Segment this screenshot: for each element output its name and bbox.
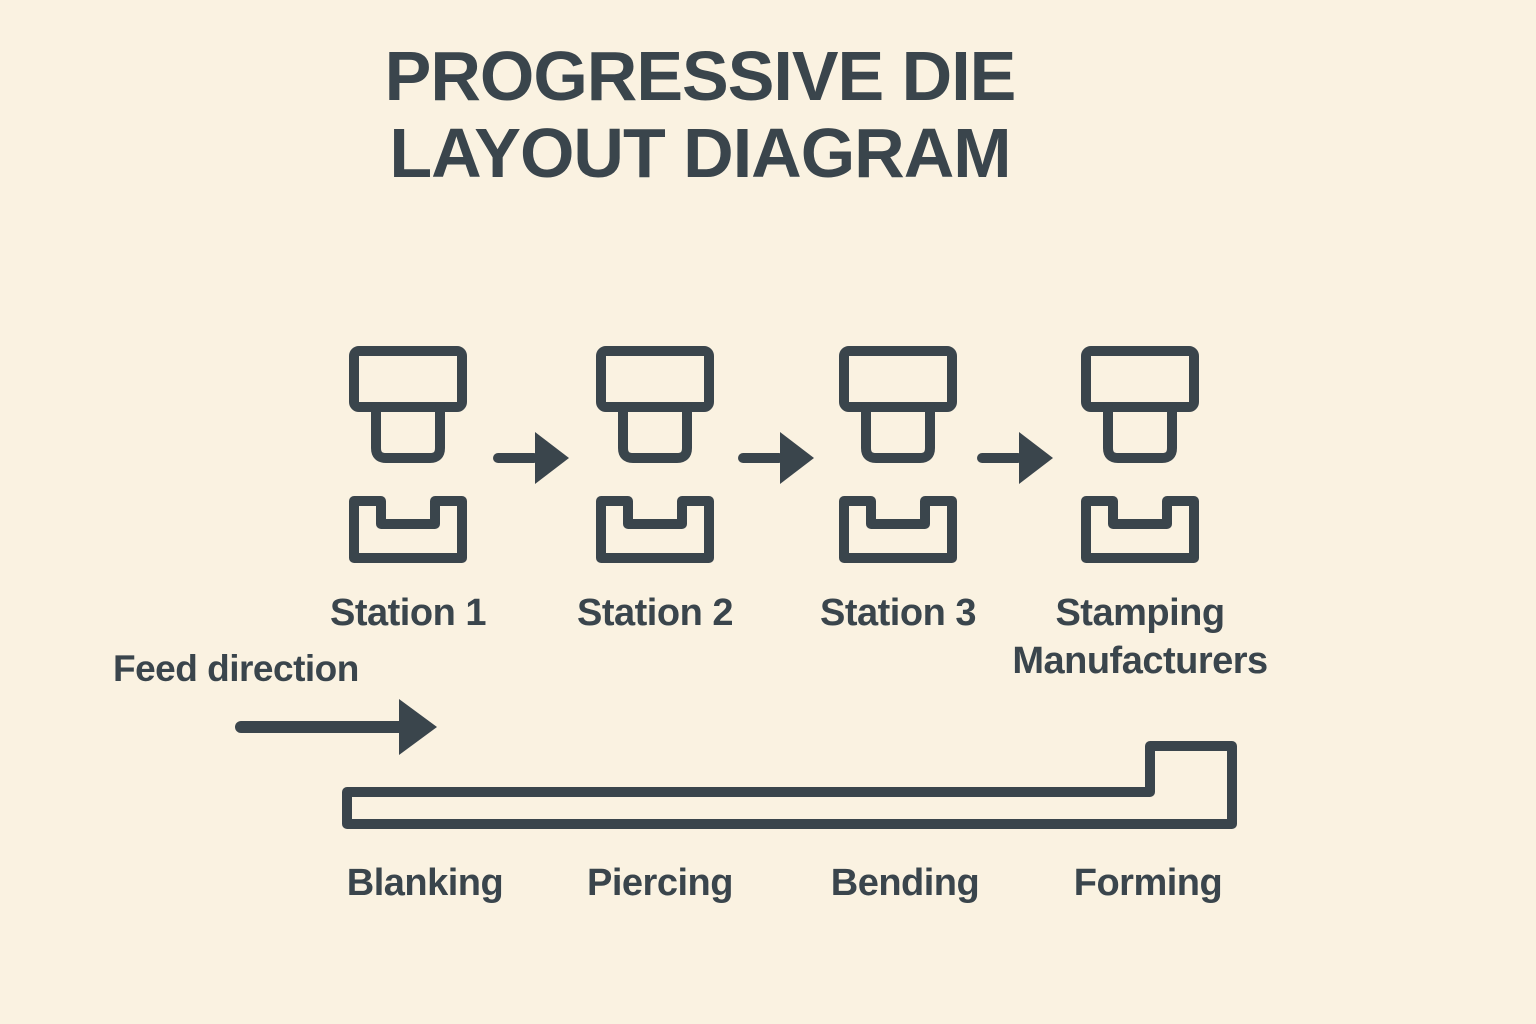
process-label-bending: Bending (830, 862, 980, 904)
arrow-right-icon (493, 432, 569, 484)
punch-icon (1081, 346, 1199, 463)
title-line-2: LAYOUT DIAGRAM (389, 114, 1011, 192)
station-2: Station 2 (515, 345, 795, 638)
punch-icon (596, 346, 714, 463)
station-label: Station 1 (330, 592, 486, 634)
process-label-blanking: Blanking (346, 862, 504, 904)
arrow-right-icon (977, 432, 1053, 484)
punch-icon (839, 346, 957, 463)
die-icon (839, 496, 957, 563)
station-label: Stamping Manufacturers (1012, 592, 1268, 682)
die-icon (1081, 496, 1199, 563)
process-label-forming: Forming (1073, 862, 1223, 904)
station-1: Station 1 (268, 345, 548, 638)
die-icon (349, 496, 467, 563)
die-icon (596, 496, 714, 563)
station-4: Stamping Manufacturers (1000, 345, 1280, 685)
strip-shape (342, 741, 1237, 829)
feed-direction-arrow-icon (235, 699, 437, 755)
punch-icon (349, 346, 467, 463)
station-3: Station 3 (758, 345, 1038, 638)
process-label-piercing: Piercing (587, 862, 733, 904)
station-label: Station 2 (577, 592, 733, 634)
arrow-right-icon (738, 432, 814, 484)
title-line-1: PROGRESSIVE DIE (384, 37, 1017, 115)
station-label: Station 3 (820, 592, 976, 634)
feed-direction-label: Feed direction (113, 648, 359, 689)
page-title: PROGRESSIVE DIE LAYOUT DIAGRAM (300, 38, 1100, 192)
